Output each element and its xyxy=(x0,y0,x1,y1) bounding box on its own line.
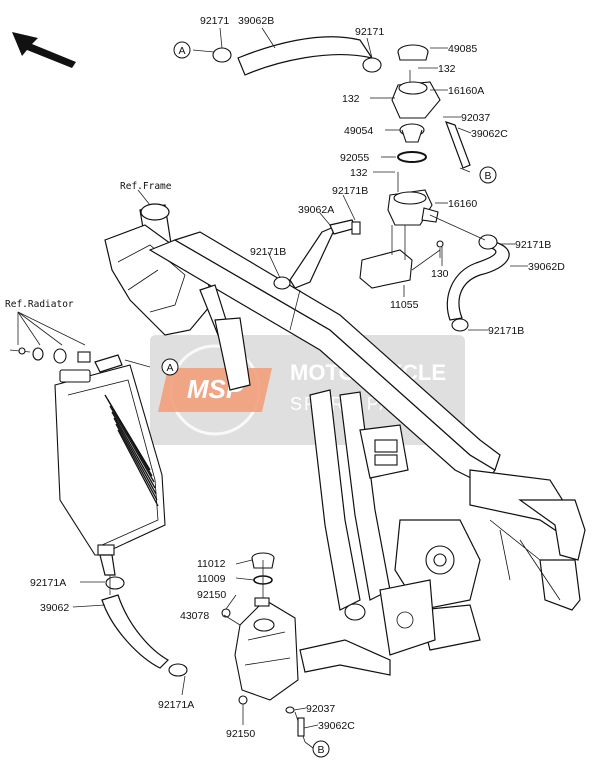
thermostat-assembly xyxy=(212,36,510,332)
part-label: 92171B xyxy=(250,246,286,258)
part-label: 39062D xyxy=(528,261,565,273)
radiator-drawing xyxy=(54,354,166,576)
ref-radiator-label: Ref.Radiator xyxy=(5,299,74,310)
front-arrow-icon xyxy=(12,32,76,68)
callout-b-bottom: B xyxy=(312,740,330,758)
leader-lines xyxy=(72,27,528,749)
part-label: 92150 xyxy=(197,589,226,601)
part-label: 92171B xyxy=(515,239,551,251)
part-label: 92171B xyxy=(332,185,368,197)
part-label: 16160A xyxy=(448,85,484,97)
part-label: 39062 xyxy=(40,602,69,614)
part-label: 92150 xyxy=(226,728,255,740)
callout-b-top: B xyxy=(479,166,497,184)
part-label: 92055 xyxy=(340,152,369,164)
part-label: 132 xyxy=(342,93,360,105)
frame-drawing xyxy=(104,203,586,676)
part-label: 92171 xyxy=(355,26,384,38)
svg-text:A: A xyxy=(178,45,185,57)
reservoir-assembly xyxy=(221,552,306,743)
part-label: 130 xyxy=(431,268,449,280)
part-label: 49054 xyxy=(344,125,373,137)
svg-text:B: B xyxy=(484,170,491,182)
svg-text:B: B xyxy=(317,744,324,756)
ref-frame-label: Ref.Frame xyxy=(120,181,172,192)
part-label: 39062C xyxy=(471,128,508,140)
part-label: 92171B xyxy=(488,325,524,337)
part-label: 92171 xyxy=(200,15,229,27)
part-label: 11012 xyxy=(197,558,226,570)
part-label: 92171A xyxy=(158,699,194,711)
part-label: 132 xyxy=(350,167,368,179)
callout-a-radiator: A xyxy=(161,358,179,376)
part-label: 39062C xyxy=(318,720,355,732)
part-label: 92037 xyxy=(306,703,335,715)
part-label: 16160 xyxy=(448,198,477,210)
part-label: 39062B xyxy=(238,15,274,27)
part-label: 92037 xyxy=(461,112,490,124)
part-label: 92171A xyxy=(30,577,66,589)
part-label: 11009 xyxy=(197,573,226,585)
svg-text:A: A xyxy=(166,362,173,374)
lower-radiator-hose xyxy=(101,575,188,677)
part-label: 11055 xyxy=(390,299,419,311)
callout-a-top: A xyxy=(173,41,191,59)
part-label: 43078 xyxy=(180,610,209,622)
radiator-mount-hardware xyxy=(9,311,91,364)
part-label: 132 xyxy=(438,63,456,75)
part-label: 49085 xyxy=(448,43,477,55)
part-label: 39062A xyxy=(298,204,334,216)
